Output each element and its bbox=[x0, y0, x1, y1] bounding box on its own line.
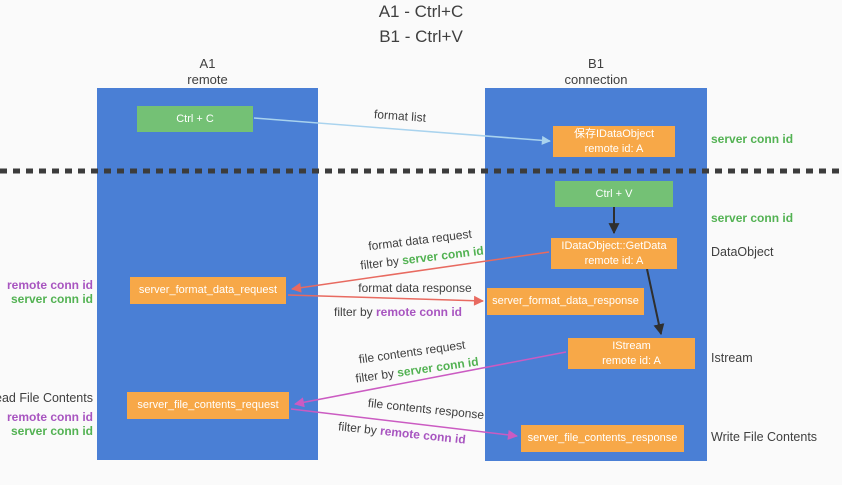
node-istream-line1: IStream bbox=[612, 340, 651, 353]
node-server-format-data-response: server_format_data_response bbox=[487, 288, 644, 315]
remote-conn-id-text-1: remote conn id bbox=[376, 305, 463, 319]
node-istream-line2: remote id: A bbox=[602, 354, 661, 367]
filter-by-text-1: filter by bbox=[359, 253, 403, 273]
node-ctrl-c: Ctrl + C bbox=[137, 106, 253, 132]
lane-b1-name: connection bbox=[564, 71, 628, 87]
node-format-request-label: server_format_data_request bbox=[138, 284, 278, 297]
node-ctrl-v-label: Ctrl + V bbox=[595, 187, 633, 200]
side-label-server-conn-id-3: server conn id bbox=[10, 292, 93, 306]
side-label-read-file-contents: Read File Contents bbox=[0, 391, 93, 405]
lane-a1-id: A1 bbox=[199, 56, 216, 71]
label-format-data-response-text: format data response bbox=[358, 281, 472, 295]
node-getdata-line2: remote id: A bbox=[584, 254, 644, 267]
node-save-idataobject: 保存IDataObject remote id: A bbox=[553, 126, 675, 157]
filter-by-text-3: filter by bbox=[354, 365, 399, 386]
side-label-write-file-contents: Write File Contents bbox=[711, 430, 818, 444]
diagram-title: A1 - Ctrl+C B1 - Ctrl+V bbox=[0, 0, 842, 49]
node-server-file-contents-response: server_file_contents_response bbox=[521, 425, 684, 452]
side-label-dataobject: DataObject bbox=[711, 245, 774, 259]
node-file-response-label: server_file_contents_response bbox=[527, 432, 678, 445]
remote-conn-id-text-2: remote conn id bbox=[379, 423, 467, 447]
node-server-format-data-request: server_format_data_request bbox=[130, 277, 286, 304]
title-line-1: A1 - Ctrl+C bbox=[378, 2, 464, 21]
node-server-file-contents-request: server_file_contents_request bbox=[127, 392, 289, 419]
label-filter-remote-conn-1: filter by remote conn id bbox=[334, 305, 462, 319]
side-label-remote-conn-id-2: remote conn id bbox=[6, 410, 93, 424]
lane-header-b1: B1 connection bbox=[485, 56, 707, 87]
lane-header-a1: A1 remote bbox=[97, 56, 318, 87]
label-filter-remote-conn-2: filter by remote conn id bbox=[338, 419, 467, 446]
node-save-idataobject-line1: 保存IDataObject bbox=[573, 128, 655, 141]
label-format-list-text: format list bbox=[373, 107, 427, 125]
filter-by-text-2: filter by bbox=[333, 305, 376, 319]
node-idataobject-getdata: IDataObject::GetData remote id: A bbox=[551, 238, 677, 269]
node-ctrl-c-label: Ctrl + C bbox=[176, 112, 214, 125]
label-file-contents-response-text: file contents response bbox=[367, 395, 485, 423]
title-line-2: B1 - Ctrl+V bbox=[379, 26, 463, 46]
label-file-contents-response: file contents response bbox=[367, 396, 485, 422]
node-istream: IStream remote id: A bbox=[568, 338, 695, 369]
label-format-data-response: format data response bbox=[358, 281, 471, 295]
side-label-remote-conn-id-1: remote conn id bbox=[6, 278, 93, 292]
node-getdata-line1: IDataObject::GetData bbox=[561, 240, 667, 253]
node-save-idataobject-line2: remote id: A bbox=[584, 142, 644, 155]
node-ctrl-v: Ctrl + V bbox=[555, 181, 673, 207]
side-label-server-conn-id-4: server conn id bbox=[10, 424, 93, 438]
label-format-list: format list bbox=[374, 107, 427, 125]
side-label-istream: Istream bbox=[711, 351, 753, 365]
lane-b1-id: B1 bbox=[588, 56, 604, 71]
side-label-server-conn-id-2: server conn id bbox=[711, 211, 794, 225]
side-label-server-conn-id-1: server conn id bbox=[711, 132, 794, 146]
node-file-request-label: server_file_contents_request bbox=[137, 399, 279, 412]
filter-by-text-4: filter by bbox=[337, 419, 381, 438]
node-format-response-label: server_format_data_response bbox=[492, 295, 639, 308]
lane-a1-name: remote bbox=[187, 71, 228, 87]
